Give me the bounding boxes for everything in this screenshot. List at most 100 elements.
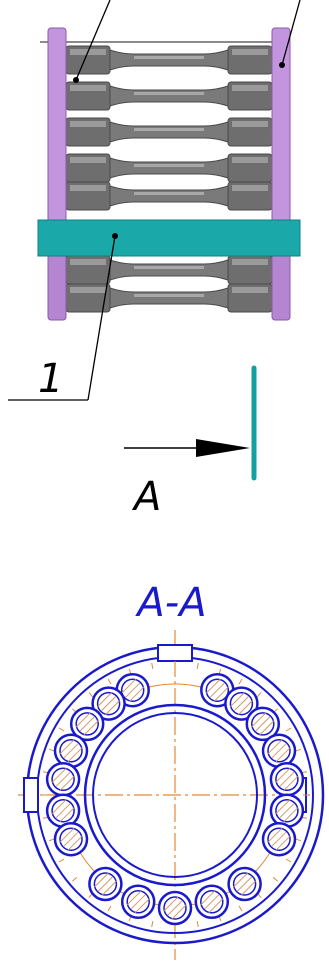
roller-inner	[59, 739, 83, 763]
ring-tick	[272, 876, 278, 882]
pin-shaft-highlight	[134, 164, 204, 167]
roller-hatch	[279, 771, 295, 787]
pin-right-highlight	[232, 85, 268, 91]
roller-inner	[267, 739, 291, 763]
roller-hatch	[67, 835, 83, 851]
pin-shaft	[109, 287, 229, 309]
roller-inner	[51, 798, 75, 823]
roller-inner	[275, 767, 299, 792]
roller-hatch	[67, 747, 83, 763]
roller-hatch	[275, 799, 291, 815]
roller-inner	[267, 827, 291, 851]
roller-hatch	[163, 896, 179, 912]
pin-right-highlight	[232, 287, 268, 293]
leader-lines	[8, 0, 301, 401]
roller-hatch	[79, 716, 95, 732]
pin-shaft-highlight	[134, 294, 204, 297]
roller-inner	[251, 712, 275, 736]
roller-hatch	[283, 807, 299, 823]
roller-hatch	[101, 696, 116, 711]
roller-hatch	[63, 743, 79, 759]
part-number-label: 1	[38, 356, 63, 402]
roller-hatch	[55, 803, 71, 819]
pin-right-highlight	[232, 49, 268, 55]
roller-hatch	[205, 678, 221, 694]
roller-hatch	[171, 904, 187, 920]
roller-hatch	[167, 900, 183, 916]
pin-row	[65, 181, 273, 211]
pin-row	[65, 283, 273, 313]
pin-shaft-highlight	[134, 266, 204, 269]
left-side-plate-upper	[47, 27, 67, 239]
roller-hatch	[283, 775, 299, 791]
pin-shaft	[109, 259, 229, 281]
inner-ring-outer	[83, 703, 267, 887]
roller-hatch	[121, 678, 137, 694]
roller-inner	[96, 691, 121, 716]
left-side-plate-lower	[47, 253, 67, 321]
roller-hatch	[271, 831, 287, 847]
roller-inner	[275, 798, 299, 823]
pin-row	[65, 45, 273, 75]
roller-hatch	[94, 872, 109, 888]
left-notch	[23, 777, 39, 813]
roller-hatch	[238, 700, 253, 715]
ring-tick	[58, 858, 65, 863]
roller-inner	[59, 827, 83, 851]
roller-hatch	[63, 831, 79, 847]
roller-hatch	[267, 827, 283, 843]
section-title: A-A	[134, 580, 206, 626]
teal-guide-plate	[37, 219, 301, 257]
ring-tick	[238, 905, 243, 912]
pin-left-highlight	[70, 287, 106, 293]
roller-inner	[205, 678, 230, 702]
roller-hatch	[98, 876, 113, 892]
section-view: A-A	[18, 580, 325, 960]
pin-row	[65, 153, 273, 183]
pin-shaft	[109, 121, 229, 143]
pin-left-highlight	[70, 157, 106, 163]
ring-tick	[196, 662, 199, 669]
roller-inner	[75, 712, 99, 736]
pin-right-highlight	[232, 157, 268, 163]
pin-right-highlight	[232, 185, 268, 191]
roller-inner	[93, 872, 118, 896]
roller-hatch	[59, 827, 75, 843]
roller-inner	[229, 691, 254, 716]
pin-rows	[65, 45, 273, 313]
roller	[269, 762, 305, 797]
roller-hatch	[208, 898, 224, 914]
inner-ring-inner	[92, 712, 258, 878]
pin-row	[65, 81, 273, 111]
roller	[194, 884, 230, 920]
view-arrow-head	[196, 439, 250, 457]
roller-hatch	[275, 835, 291, 851]
roller-hatch	[134, 898, 150, 914]
ring-tick	[58, 727, 65, 732]
roller	[88, 866, 123, 902]
ring-tick	[107, 678, 112, 685]
pin-shaft-highlight	[134, 128, 204, 131]
roller-hatch	[204, 894, 220, 910]
pin-shaft	[109, 157, 229, 179]
leader-part1	[87, 235, 116, 401]
roller	[245, 706, 281, 742]
roller-inner	[200, 890, 224, 914]
pin-left-highlight	[70, 121, 106, 127]
ring-tick	[196, 921, 199, 928]
right-side-plate-lower	[271, 253, 291, 321]
roller-inner	[51, 767, 75, 792]
roller-hatch	[213, 686, 229, 702]
roller-hatch	[51, 799, 67, 815]
pin-right-highlight	[232, 259, 268, 265]
ring-tick	[238, 678, 243, 685]
roller-hatch	[55, 771, 71, 787]
roller-hatch	[279, 803, 295, 819]
roller	[224, 686, 259, 721]
roller	[45, 793, 81, 828]
roller-hatch	[59, 807, 75, 823]
ring-tick	[72, 876, 78, 882]
pin-right-highlight	[232, 121, 268, 127]
roller	[69, 706, 105, 742]
